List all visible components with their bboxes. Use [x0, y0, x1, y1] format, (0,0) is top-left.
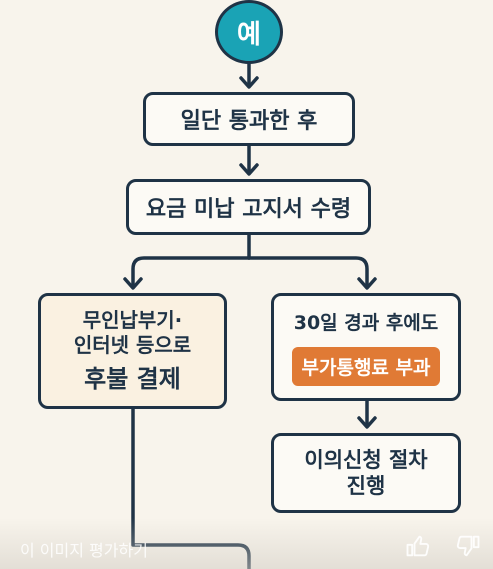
postpaid-line3: 후불 결제 — [84, 365, 181, 393]
arrowhead-step1 — [239, 76, 259, 89]
step-objection: 이의신청 절차 진행 — [271, 433, 461, 513]
surcharge-condition: 30일 경과 후에도 — [293, 312, 439, 334]
rating-bar — [0, 518, 493, 569]
postpaid-line2: 인터넷 등으로 — [73, 333, 192, 357]
step-pass-first-label: 일단 통과한 후 — [180, 109, 318, 134]
arrowhead-step2 — [239, 163, 259, 176]
objection-line2: 진행 — [346, 474, 386, 498]
postpaid-line1: 무인납부기· — [82, 308, 183, 332]
option-postpaid: 무인납부기· 인터넷 등으로 후불 결제 — [38, 293, 227, 409]
step-pass-first: 일단 통과한 후 — [143, 92, 355, 146]
step-receive-notice-label: 요금 미납 고지서 수령 — [145, 197, 352, 222]
thumbs-down-icon[interactable] — [454, 532, 482, 560]
surcharge-badge: 부가통행료 부과 — [291, 347, 441, 386]
connector-split-left — [131, 256, 251, 289]
connector-split-right — [247, 256, 369, 289]
objection-line1: 이의신청 절차 — [304, 447, 428, 472]
option-surcharge: 30일 경과 후에도 부가통행료 부과 — [271, 293, 461, 401]
start-node: 예 — [215, 0, 283, 64]
rate-image-label[interactable]: 이 이미지 평가하기 — [20, 541, 148, 560]
arrowhead-right — [357, 277, 377, 290]
step-receive-notice: 요금 미납 고지서 수령 — [126, 179, 371, 235]
thumbs-up-icon[interactable] — [404, 532, 432, 560]
arrowhead-left — [123, 277, 143, 290]
start-label: 예 — [237, 19, 261, 50]
arrowhead-final — [357, 416, 377, 429]
